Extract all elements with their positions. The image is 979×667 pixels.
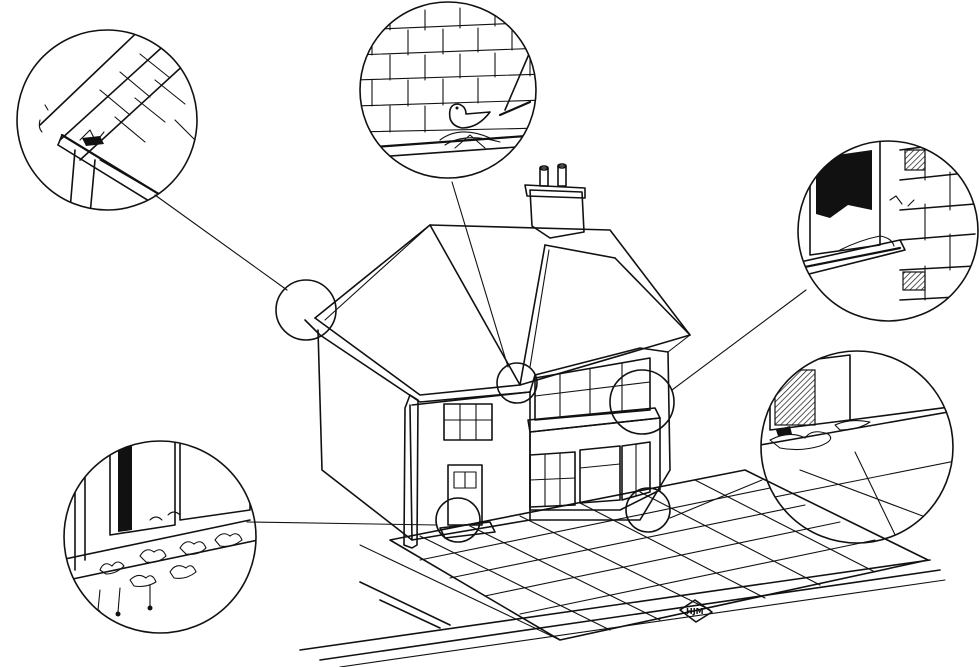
signature-text: HJM xyxy=(686,607,704,616)
roof-outline xyxy=(315,225,690,335)
side-wall xyxy=(318,330,412,540)
house xyxy=(305,164,690,548)
roof-gutter-inset xyxy=(17,15,210,220)
upper-window-left xyxy=(444,404,492,440)
doorstep-paving-inset xyxy=(60,440,258,633)
chimney xyxy=(525,164,585,238)
roof-gable xyxy=(520,245,690,385)
bay-window-lower xyxy=(530,418,660,510)
leader-lines xyxy=(155,182,806,525)
callout-markers xyxy=(276,280,674,542)
floor-spill-inset xyxy=(760,351,965,545)
brick-wall-bird-nest-inset xyxy=(355,2,545,178)
window-sill-inset xyxy=(798,140,978,321)
